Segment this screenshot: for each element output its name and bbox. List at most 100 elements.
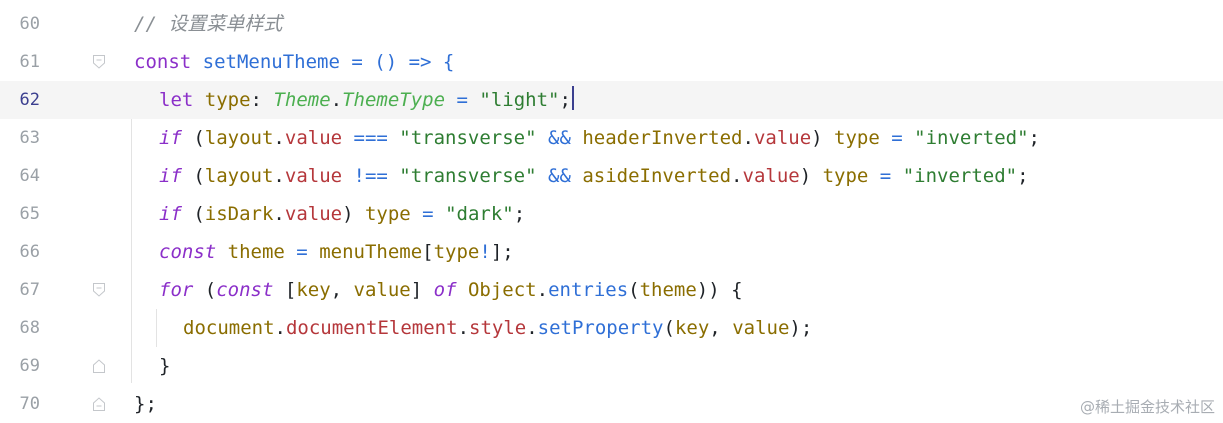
code-token: for xyxy=(159,279,194,301)
code-token: Theme xyxy=(273,89,331,111)
indent-guide xyxy=(156,309,157,347)
code-token: = xyxy=(410,203,446,225)
code-token: = xyxy=(879,127,915,149)
code-token: if xyxy=(159,127,182,149)
code-token: . xyxy=(536,279,549,301)
code-token: "dark" xyxy=(445,203,514,225)
code-line[interactable]: 60 // 设置菜单样式 xyxy=(0,5,1223,43)
code-token: ]; xyxy=(490,241,514,263)
code-text[interactable]: document.documentElement.style.setProper… xyxy=(183,314,812,342)
code-token: ( xyxy=(628,279,640,301)
code-token: theme xyxy=(639,279,697,301)
code-token: entries xyxy=(548,279,629,301)
code-token: ( xyxy=(663,317,675,339)
code-token: value xyxy=(353,279,411,301)
line-number: 63 xyxy=(19,128,40,148)
line-number: 66 xyxy=(19,242,40,262)
code-token: : xyxy=(250,89,274,111)
code-token: Object xyxy=(467,279,537,301)
code-token: [ xyxy=(422,241,434,263)
code-token: theme xyxy=(227,241,285,263)
code-text[interactable]: const setMenuTheme = () => { xyxy=(134,48,454,76)
code-line[interactable]: 65 if (isDark.value) type = "dark"; xyxy=(0,195,1223,233)
code-token: value xyxy=(753,127,812,149)
code-line-current[interactable]: 62 let type: Theme.ThemeType = "light"; xyxy=(0,81,1223,119)
code-token: ) xyxy=(342,203,365,225)
code-token: = () => { xyxy=(339,51,455,73)
code-token: of xyxy=(433,279,457,301)
code-token: ] xyxy=(410,279,434,301)
code-text[interactable]: if (layout.value !== "transverse" && asi… xyxy=(159,162,1029,190)
code-token: && xyxy=(536,127,583,149)
code-token: key xyxy=(296,279,331,301)
code-token: value xyxy=(284,203,343,225)
code-token: if xyxy=(159,203,182,225)
code-text[interactable]: let type: Theme.ThemeType = "light"; xyxy=(159,86,574,114)
code-token: )) { xyxy=(696,279,743,301)
code-line[interactable]: 70 }; xyxy=(0,385,1223,423)
code-token: setMenuTheme xyxy=(202,51,340,73)
code-token: = xyxy=(868,165,903,187)
code-line[interactable]: 66 const theme = menuTheme[type!]; xyxy=(0,233,1223,271)
code-token: value xyxy=(284,127,343,149)
watermark: @稀土掘金技术社区 xyxy=(1079,398,1215,416)
code-token: headerInverted xyxy=(582,127,743,149)
code-token: layout xyxy=(204,165,274,187)
line-number: 65 xyxy=(19,204,40,224)
code-token: . xyxy=(273,203,285,225)
code-line[interactable]: 61 const setMenuTheme = () => { xyxy=(0,43,1223,81)
code-token: ( xyxy=(181,203,205,225)
code-text[interactable]: }; xyxy=(134,390,157,418)
code-token: }; xyxy=(134,393,157,415)
line-number: 69 xyxy=(19,356,40,376)
code-token: "light" xyxy=(479,89,560,111)
code-token xyxy=(216,241,227,263)
code-text[interactable]: if (layout.value === "transverse" && hea… xyxy=(159,124,1040,152)
fold-close-icon[interactable] xyxy=(92,358,106,374)
code-token: document xyxy=(183,317,275,339)
code-token xyxy=(457,279,468,301)
code-token: key xyxy=(674,317,710,339)
code-token: const xyxy=(159,241,217,263)
code-token: const xyxy=(134,51,192,73)
code-token: . xyxy=(273,165,285,187)
code-line[interactable]: 68 document.documentElement.style.setPro… xyxy=(0,309,1223,347)
code-token: === xyxy=(342,127,400,149)
code-token: ; xyxy=(1028,127,1040,149)
code-token: ; xyxy=(513,203,526,225)
code-line[interactable]: 67 for (const [key, value] of Object.ent… xyxy=(0,271,1223,309)
indent-guide xyxy=(131,81,132,383)
code-token: type xyxy=(834,127,880,149)
code-token: if xyxy=(159,165,182,187)
code-text[interactable]: const theme = menuTheme[type!]; xyxy=(159,238,514,266)
code-text[interactable]: // 设置菜单样式 xyxy=(134,10,282,38)
code-text[interactable]: for (const [key, value] of Object.entrie… xyxy=(159,276,743,304)
line-number: 61 xyxy=(19,52,40,72)
code-token: type xyxy=(433,241,480,263)
code-token: = xyxy=(284,241,320,263)
code-token: . xyxy=(731,165,743,187)
fold-open-icon[interactable] xyxy=(92,54,106,70)
code-token: [ xyxy=(273,279,297,301)
code-text[interactable]: } xyxy=(159,352,170,380)
code-token: "inverted" xyxy=(914,127,1029,149)
fold-close-icon[interactable] xyxy=(92,396,106,412)
line-number: 67 xyxy=(19,280,40,300)
code-line[interactable]: 64 if (layout.value !== "transverse" && … xyxy=(0,157,1223,195)
code-token: . xyxy=(526,317,538,339)
code-line[interactable]: 69 } xyxy=(0,347,1223,385)
code-token: "inverted" xyxy=(902,165,1018,187)
code-token: value xyxy=(284,165,343,187)
code-token: . xyxy=(274,317,286,339)
code-token: ( xyxy=(181,127,205,149)
code-text[interactable]: if (isDark.value) type = "dark"; xyxy=(159,200,525,228)
code-token: ( xyxy=(193,279,217,301)
code-token: , xyxy=(709,317,733,339)
code-line[interactable]: 63 if (layout.value === "transverse" && … xyxy=(0,119,1223,157)
code-token: // 设置菜单样式 xyxy=(134,13,283,35)
code-token: ) xyxy=(799,165,823,187)
code-token: && xyxy=(536,165,583,187)
fold-open-icon[interactable] xyxy=(92,282,106,298)
code-token: value xyxy=(732,317,790,339)
